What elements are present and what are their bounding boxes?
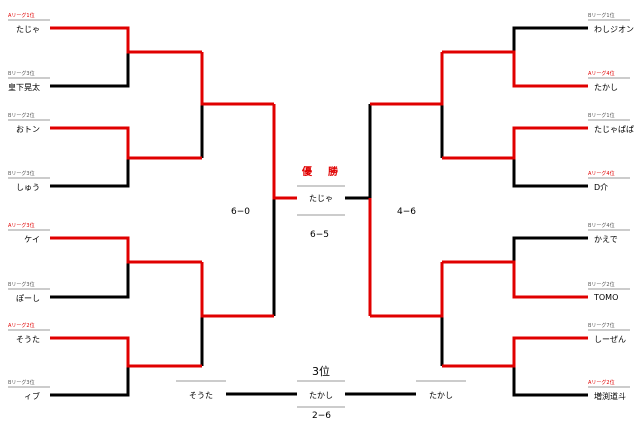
left-player-8-name: ィブ xyxy=(24,392,40,401)
left-player-7-name: そうた xyxy=(16,335,40,344)
champion-name: たじゃ xyxy=(309,194,333,203)
right-semi-connector xyxy=(345,104,372,200)
right-player-2-name: たかし xyxy=(594,83,618,92)
left-r1-loser-4 xyxy=(50,366,130,397)
right-player-5-name: かえで xyxy=(594,235,618,244)
left-player-6-name: ぽーし xyxy=(16,294,40,303)
right-r1-loser-2 xyxy=(512,158,588,188)
right-r1-loser-1 xyxy=(512,26,588,52)
left-player-3-name: おトン xyxy=(16,125,40,134)
left-player-2-name: 皇下晃太 xyxy=(8,83,40,92)
right-player-3-name: たじゃぱぱ xyxy=(594,125,634,134)
right-r1-winner-2 xyxy=(442,126,588,160)
left-player-7-league: Aリーグ2位 xyxy=(8,323,35,329)
left-r1-loser-3 xyxy=(50,262,130,299)
right-player-6-name: TOMO xyxy=(594,293,619,302)
left-r1-winner-3 xyxy=(50,236,202,264)
left-player-3-league: Bリーグ2位 xyxy=(8,113,35,119)
left-player-8-league: Bリーグ3位 xyxy=(8,380,35,386)
right-player-1-league: Bリーグ1位 xyxy=(588,13,615,19)
right-player-4-name: D介 xyxy=(594,183,609,192)
right-semifinal-score: 4−6 xyxy=(397,207,416,217)
left-player-5-name: ケイ xyxy=(24,235,40,244)
final-score: 6−5 xyxy=(310,230,329,240)
right-player-6-league: Bリーグ2位 xyxy=(588,282,615,288)
champion-title: 優 勝 xyxy=(302,167,341,178)
left-semi-winner xyxy=(272,104,297,200)
right-r1-winner-1 xyxy=(442,50,588,88)
right-player-1-name: わしジオン xyxy=(594,25,634,34)
right-player-2-league: Aリーグ4位 xyxy=(588,71,615,77)
left-player-1-name: たじゃ xyxy=(16,25,40,34)
right-r1-winner-3 xyxy=(442,260,588,299)
left-r1-loser-1 xyxy=(50,52,130,88)
right-player-8-name: 増渕道斗 xyxy=(594,392,626,401)
right-player-3-league: Bリーグ1位 xyxy=(588,113,615,119)
right-r2-winner-1 xyxy=(370,52,444,106)
right-r1-loser-4 xyxy=(512,366,588,397)
left-player-4-league: Bリーグ3位 xyxy=(8,171,35,177)
right-r1-loser-3 xyxy=(512,236,588,262)
right-player-7-name: しーぜん xyxy=(594,335,626,344)
right-player-4-league: Aリーグ4位 xyxy=(588,171,615,177)
left-r2-winner-1 xyxy=(200,52,274,106)
third-place-right-name: たかし xyxy=(429,391,453,400)
third-place-center-name: たかし xyxy=(309,391,333,400)
left-player-4-name: しゅう xyxy=(16,183,40,192)
left-r2-winner-2 xyxy=(200,262,274,318)
right-player-5-league: Bリーグ4位 xyxy=(588,223,615,229)
left-r1-winner-1 xyxy=(50,26,202,54)
left-player-5-league: Aリーグ3位 xyxy=(8,223,35,229)
left-player-6-league: Bリーグ3位 xyxy=(8,282,35,288)
third-place-left-name: そうた xyxy=(189,391,213,400)
third-place-score: 2−6 xyxy=(312,411,331,421)
left-r1-loser-2 xyxy=(50,158,130,188)
right-r2-winner-2 xyxy=(370,262,444,318)
third-place-title: 3位 xyxy=(312,365,330,378)
right-player-8-league: Aリーグ2位 xyxy=(588,380,615,386)
left-player-1-league: Aリーグ1位 xyxy=(8,13,35,19)
left-r1-winner-4 xyxy=(50,336,202,368)
left-player-2-league: Bリーグ3位 xyxy=(8,71,35,77)
right-player-7-league: Bリーグ7位 xyxy=(588,323,615,329)
right-r1-winner-4 xyxy=(442,336,588,368)
left-semifinal-score: 6−0 xyxy=(231,207,250,217)
left-r1-winner-2 xyxy=(50,126,202,160)
